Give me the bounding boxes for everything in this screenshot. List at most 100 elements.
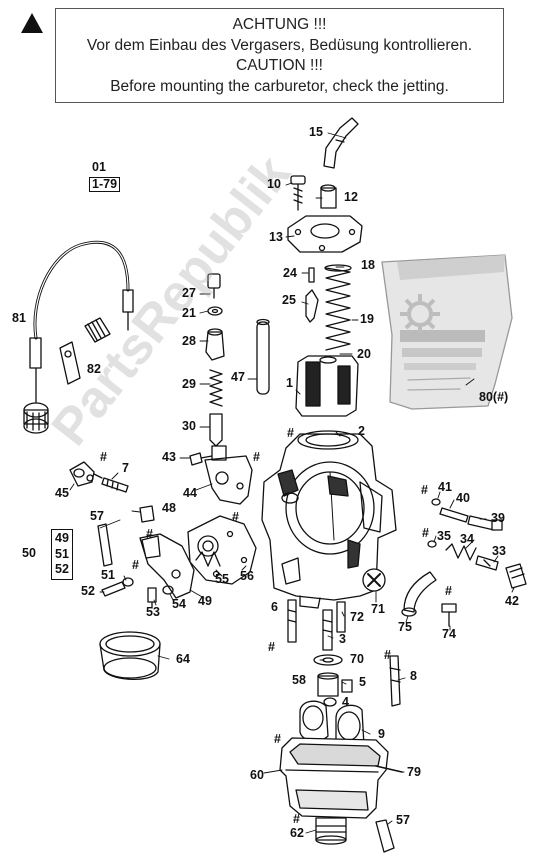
screw-part-27 (207, 273, 221, 299)
hash-marker: # (253, 450, 260, 464)
callout-57-left: 57 (90, 509, 104, 523)
gear-watermark-icon (400, 294, 440, 334)
callout-9: 9 (378, 727, 385, 741)
callout-1-79: 1-79 (89, 177, 121, 192)
hash-marker: # (100, 450, 107, 464)
leader-lines (69, 132, 515, 834)
main-jet-part-3 (322, 609, 333, 651)
washer-part-21 (207, 306, 223, 316)
callout-21: 21 (182, 306, 196, 320)
callout-52-boxed: 52 (55, 562, 69, 576)
choke-assembly-part-44 (204, 445, 253, 505)
callout-15: 15 (309, 125, 323, 139)
callout-42: 42 (505, 594, 519, 608)
callout-60: 60 (250, 768, 264, 782)
callout-80: 80(#) (479, 390, 509, 404)
choke-hose-part-15 (323, 117, 359, 169)
tube-part-47 (256, 318, 270, 395)
spring-part-29 (209, 369, 223, 407)
hose-part-57-bottom (375, 819, 395, 853)
screw-part-43 (189, 452, 213, 466)
warning-line-en-title: CAUTION !!! (236, 57, 323, 74)
cap-part-42 (505, 563, 527, 589)
callout-51-boxed: 51 (55, 546, 69, 561)
warning-line-en-text: Before mounting the carburetor, check th… (110, 77, 449, 95)
callout-29: 29 (182, 377, 196, 391)
plunger-part-30 (209, 413, 223, 447)
part-58 (317, 672, 339, 697)
callout-24: 24 (283, 266, 297, 280)
needle-part-40 (439, 507, 469, 523)
callout-5: 5 (359, 675, 366, 689)
callout-group-49-51-52: 49 51 52 (51, 529, 73, 580)
part-8 (389, 655, 401, 707)
callout-53: 53 (146, 605, 160, 619)
carburetor-body-part-2 (261, 430, 397, 609)
callout-54: 54 (172, 597, 186, 611)
screw-part-79 (375, 765, 403, 773)
washer-part-51 (122, 577, 134, 587)
callout-47: 47 (231, 370, 245, 384)
callout-6: 6 (271, 600, 278, 614)
callout-79: 79 (407, 765, 421, 779)
callout-55: 55 (215, 572, 229, 586)
callout-70: 70 (350, 652, 364, 666)
screw-part-52 (101, 581, 126, 597)
callout-62: 62 (290, 826, 304, 840)
screw-part-39 (467, 515, 503, 531)
callout-20: 20 (357, 347, 371, 361)
callout-71: 71 (371, 602, 385, 616)
callout-01: 01 (92, 160, 106, 174)
callout-12: 12 (344, 190, 358, 204)
elbow-part-75 (401, 571, 437, 617)
hash-marker: # (274, 732, 281, 746)
screw-part-10 (290, 175, 306, 211)
spring-part-55 (195, 551, 221, 567)
pin-part-24 (308, 267, 315, 283)
washer-part-35 (427, 540, 437, 548)
disc-part-71 (362, 568, 386, 592)
carburetor-top-part-13 (287, 215, 363, 253)
spring-part-34 (445, 543, 477, 561)
callout-72: 72 (350, 610, 364, 624)
screw-part-74 (441, 603, 457, 627)
screw-part-7 (86, 474, 129, 493)
nipple-part-12 (320, 184, 337, 209)
callout-7: 7 (122, 461, 129, 475)
hash-marker: # (293, 812, 300, 826)
hash-marker: # (421, 483, 428, 497)
hash-marker: # (422, 526, 429, 540)
callout-49-lever: 49 (198, 594, 212, 608)
callout-2: 2 (358, 424, 365, 438)
callout-28: 28 (182, 334, 196, 348)
ring-part-64 (99, 631, 161, 681)
screw-part-33 (475, 555, 499, 571)
callout-19: 19 (360, 312, 374, 326)
hash-marker: # (445, 584, 452, 598)
needle-clip-part-25 (305, 289, 319, 323)
warning-line-de-title: ACHTUNG !!! (232, 16, 327, 33)
callout-40: 40 (456, 491, 470, 505)
callout-10: 10 (267, 177, 281, 191)
hash-marker: # (268, 640, 275, 654)
hash-marker: # (132, 558, 139, 572)
jetting-warning-box: ACHTUNG !!! Vor dem Einbau des Vergasers… (55, 8, 504, 103)
jet-holder-part-28 (205, 328, 225, 361)
callout-58: 58 (292, 673, 306, 687)
callout-50: 50 (22, 546, 36, 560)
callout-33: 33 (492, 544, 506, 558)
callout-75: 75 (398, 620, 412, 634)
nut-part-54 (162, 585, 174, 595)
float-bowl-part-60 (279, 737, 389, 819)
hash-marker: # (146, 527, 153, 541)
callout-35: 35 (437, 529, 451, 543)
callout-8: 8 (410, 669, 417, 683)
callout-52: 52 (81, 584, 95, 598)
jetting-sheet-part-80 (381, 254, 513, 410)
hash-marker: # (384, 648, 391, 662)
callout-56: 56 (240, 569, 254, 583)
callout-43: 43 (162, 450, 176, 464)
callout-64: 64 (176, 652, 190, 666)
